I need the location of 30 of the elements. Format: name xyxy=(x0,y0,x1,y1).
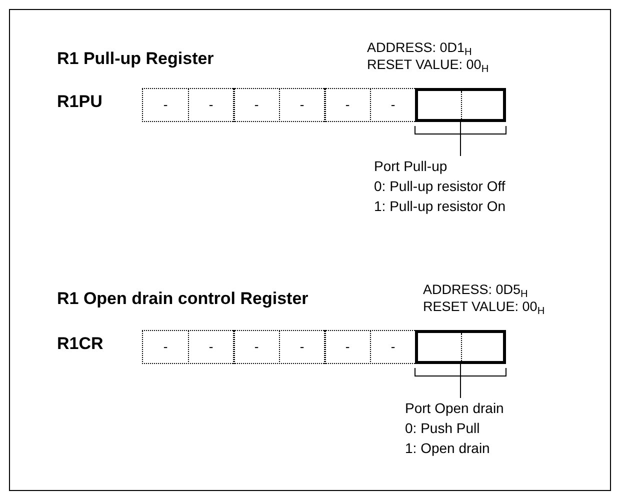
register-info: RESET VALUE: 00$_{H}$ xyxy=(423,299,545,315)
reserved-bit: - xyxy=(324,330,371,364)
register-title: R1 Open drain control Register xyxy=(57,289,308,309)
bit-field xyxy=(415,88,506,122)
reserved-bit: - xyxy=(188,330,234,364)
register-info: RESET VALUE: 00$_{H}$ xyxy=(367,57,489,73)
reserved-bit: - xyxy=(278,88,326,122)
bit-description: Port Open drain xyxy=(405,399,504,418)
register-info: ADDRESS: 0D5$_{H}$ xyxy=(423,282,528,298)
reserved-bit: - xyxy=(233,330,280,364)
bit-description: 0: Push Pull xyxy=(405,419,481,438)
register-name: R1CR xyxy=(57,334,104,354)
register-name: R1PU xyxy=(57,92,102,112)
reserved-bit: - xyxy=(188,88,234,122)
bit-description: 1: Pull-up resistor On xyxy=(374,197,506,216)
leader-line xyxy=(460,364,461,398)
bit-description: Port Pull-up xyxy=(374,157,448,176)
bit-description: 1: Open drain xyxy=(405,439,491,458)
reserved-bit: - xyxy=(370,88,416,122)
register-info: ADDRESS: 0D1$_{H}$ xyxy=(367,40,472,56)
reserved-bit: - xyxy=(370,330,416,364)
reserved-bit: - xyxy=(233,88,280,122)
reserved-bit: - xyxy=(324,88,371,122)
reserved-bit: - xyxy=(278,330,326,364)
reserved-bit: - xyxy=(142,88,189,122)
reserved-bit: - xyxy=(142,330,189,364)
register-title: R1 Pull-up Register xyxy=(57,49,214,69)
leader-line xyxy=(460,122,461,156)
bit-description: 0: Pull-up resistor Off xyxy=(374,177,506,196)
bit-field xyxy=(415,330,506,364)
